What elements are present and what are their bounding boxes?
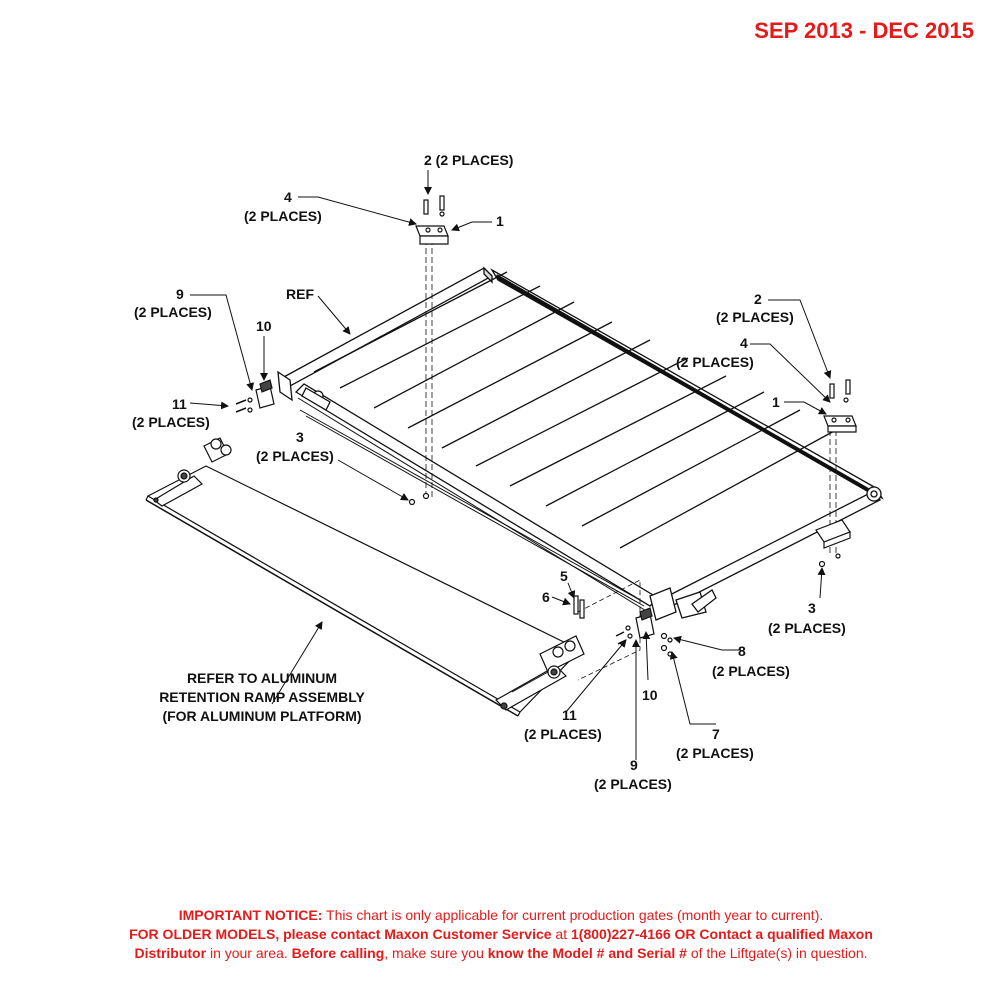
notice-line-2: FOR OLDER MODELS, please contact Maxon C… — [0, 925, 1002, 944]
leader-lines — [189, 170, 832, 760]
callout-7-places: (2 PLACES) — [676, 745, 754, 761]
callout-9-left-places: (2 PLACES) — [134, 304, 212, 320]
callout-4-right: 4 — [740, 335, 748, 351]
right-hardware — [815, 379, 857, 568]
callout-9-bottom-places: (2 PLACES) — [594, 776, 672, 792]
platform — [277, 230, 884, 681]
callout-11-bottom: 11 — [562, 707, 577, 723]
callout-9-bottom: 9 — [630, 757, 638, 773]
callout-10-left: 10 — [256, 318, 272, 334]
callout-3-right-places: (2 PLACES) — [768, 620, 846, 636]
left-bracket — [235, 379, 430, 506]
ramp-note-line1: REFER TO ALUMINUM — [187, 670, 337, 686]
notice-line-1: IMPORTANT NOTICE: This chart is only app… — [0, 906, 1002, 925]
notice-line-3: Distributor in your area. Before calling… — [0, 944, 1002, 963]
callout-9-left: 9 — [176, 286, 184, 302]
notice-of-liftgate: of the Liftgate(s) in question. — [686, 945, 868, 961]
important-notice: IMPORTANT NOTICE: This chart is only app… — [0, 906, 1002, 963]
callout-11-left: 11 — [172, 396, 187, 412]
callout-6: 6 — [542, 589, 550, 605]
top-hardware — [415, 195, 449, 245]
notice-distributor: Distributor — [134, 945, 207, 961]
notice-make-sure: , make sure you — [384, 945, 488, 961]
retention-ramp — [145, 437, 585, 717]
notice-important-label: IMPORTANT NOTICE: — [178, 907, 323, 923]
date-range: SEP 2013 - DEC 2015 — [754, 18, 974, 43]
callout-4-top: 4 — [284, 189, 292, 205]
notice-before-calling: Before calling — [291, 945, 385, 961]
notice-in-area: in your area. — [206, 945, 292, 961]
callout-5: 5 — [560, 568, 568, 584]
callout-8: 8 — [738, 643, 746, 659]
callout-11-bottom-places: (2 PLACES) — [524, 726, 602, 742]
callout-3-left-places: (2 PLACES) — [256, 448, 334, 464]
callout-11-left-places: (2 PLACES) — [132, 414, 210, 430]
callout-ref: REF — [286, 286, 314, 302]
callout-2-top: 2 (2 PLACES) — [424, 152, 513, 168]
callout-7: 7 — [712, 726, 720, 742]
ramp-note-line2: RETENTION RAMP ASSEMBLY — [159, 689, 365, 705]
callout-4-top-places: (2 PLACES) — [244, 208, 322, 224]
callout-10-bottom: 10 — [642, 687, 658, 703]
callout-3-left: 3 — [296, 429, 304, 445]
notice-phone: 1(800)227-4166 OR Contact a qualified Ma… — [571, 926, 873, 942]
callout-4-right-places: (2 PLACES) — [676, 354, 754, 370]
callout-3-right: 3 — [808, 600, 816, 616]
callout-2-right: 2 — [754, 291, 762, 307]
callout-2-right-places: (2 PLACES) — [716, 309, 794, 325]
callout-labels: 2 (2 PLACES) 4 (2 PLACES) 1 9 (2 PLACES)… — [132, 152, 846, 792]
callout-1-right: 1 — [772, 394, 780, 410]
ramp-note-line3: (FOR ALUMINUM PLATFORM) — [162, 708, 361, 724]
notice-at: at — [551, 926, 572, 942]
callout-8-places: (2 PLACES) — [712, 663, 790, 679]
notice-know-model: know the Model # and Serial # — [487, 945, 687, 961]
callout-1-top: 1 — [496, 213, 504, 229]
notice-older-label: FOR OLDER MODELS, please contact Maxon C… — [129, 926, 552, 942]
notice-important-text: This chart is only applicable for curren… — [322, 907, 824, 923]
